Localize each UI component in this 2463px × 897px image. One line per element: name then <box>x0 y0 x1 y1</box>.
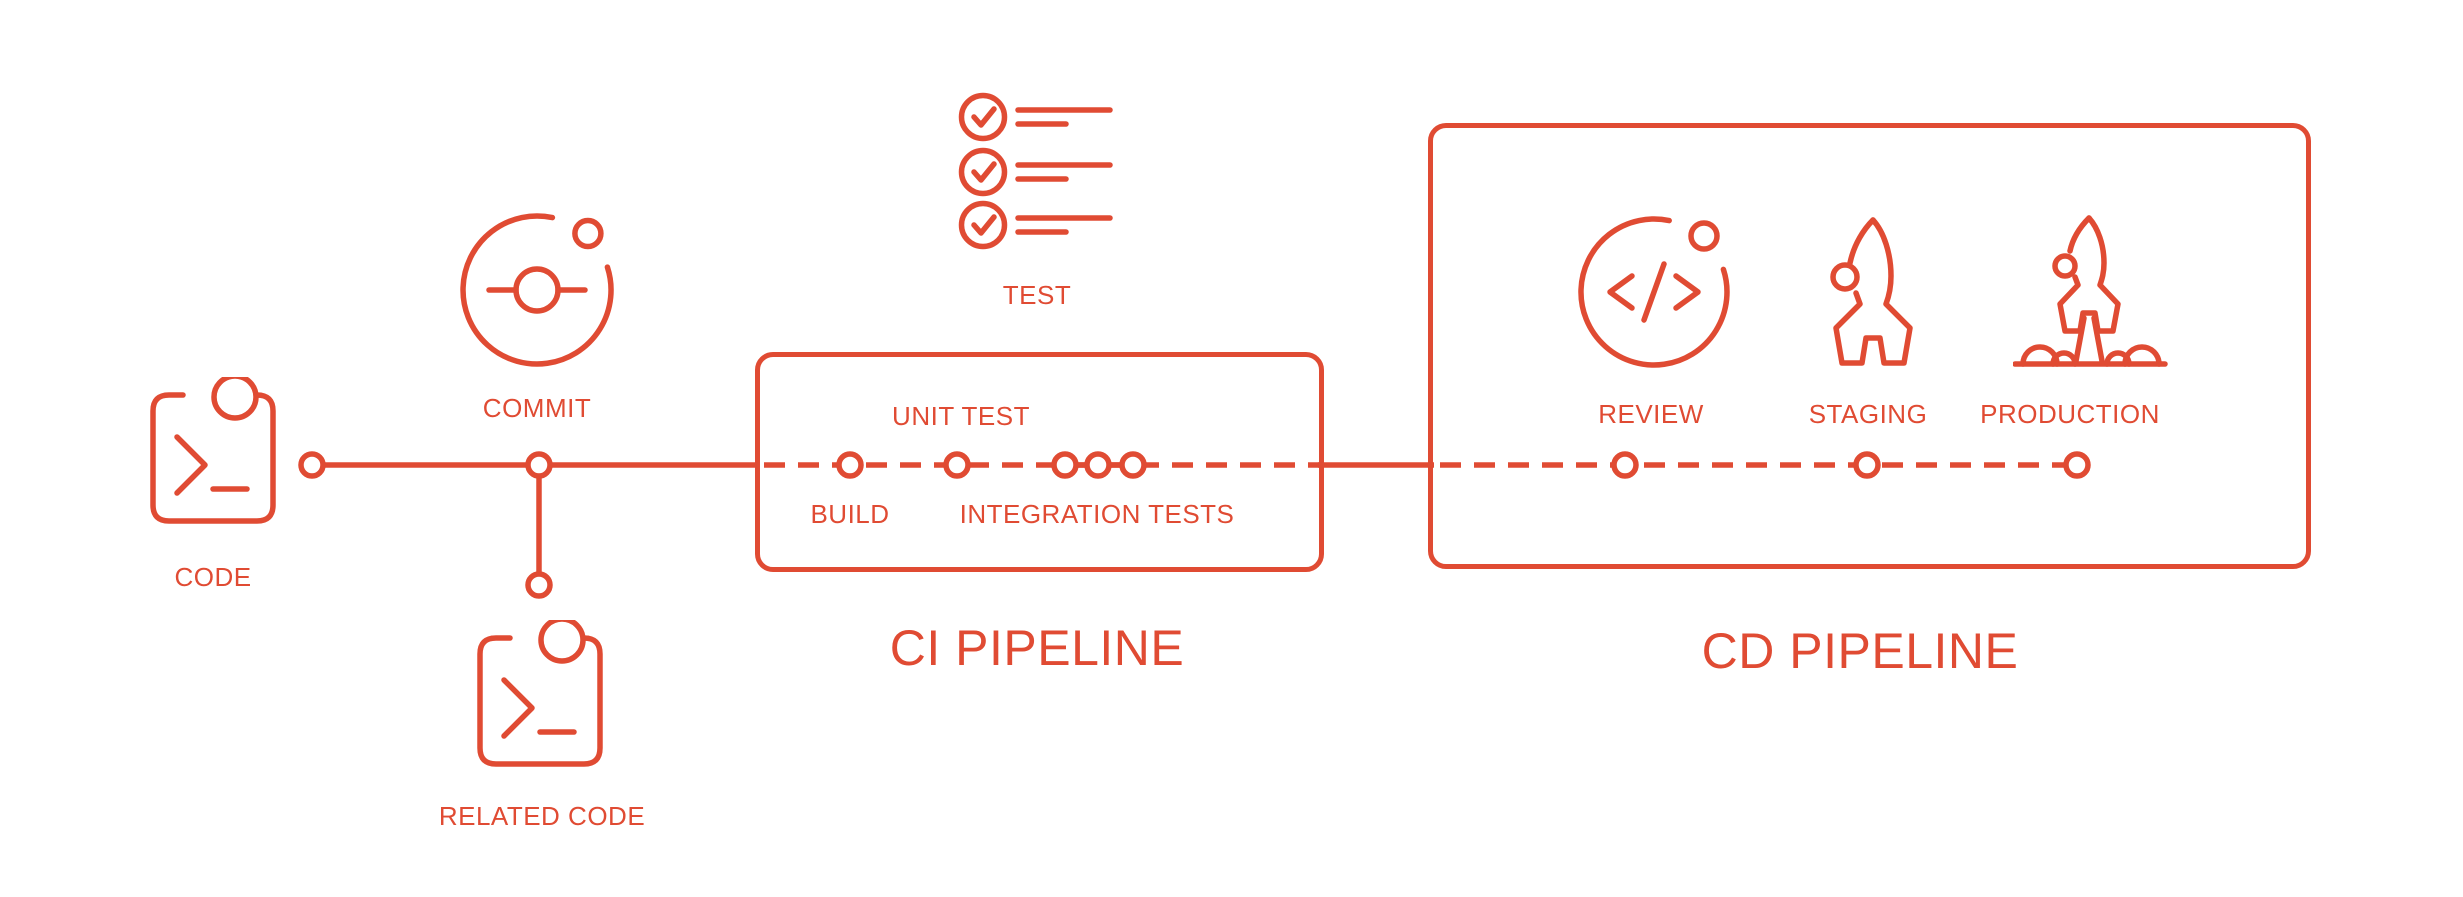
commit-label: COMMIT <box>482 393 592 423</box>
review-code-icon <box>1578 216 1730 368</box>
node-unit-test <box>943 451 971 479</box>
ci-pipeline-title: CI PIPELINE <box>889 620 1185 676</box>
commit-icon <box>460 213 614 367</box>
production-stage-label: PRODUCTION <box>1980 399 2160 429</box>
related-code-terminal-icon <box>477 620 603 767</box>
node-related-code <box>525 571 553 599</box>
node-review <box>1611 451 1639 479</box>
code-terminal-icon <box>150 377 276 524</box>
build-stage-label: BUILD <box>810 499 890 529</box>
cd-pipeline-box <box>1428 123 2311 569</box>
node-production <box>2063 451 2091 479</box>
node-staging <box>1853 451 1881 479</box>
integration-tests-stage-label: INTEGRATION TESTS <box>959 499 1235 529</box>
node-integration-3 <box>1119 451 1147 479</box>
test-label: TEST <box>1002 280 1072 310</box>
production-launch-icon <box>2013 215 2168 367</box>
ci-pipeline-box <box>755 352 1324 572</box>
related-code-label: RELATED CODE <box>438 801 646 831</box>
code-label: CODE <box>174 562 252 592</box>
staging-stage-label: STAGING <box>1808 399 1928 429</box>
test-checklist-icon <box>958 92 1113 250</box>
staging-rocket-icon <box>1830 217 1913 366</box>
node-integration-2 <box>1084 451 1112 479</box>
unit-test-stage-label: UNIT TEST <box>892 401 1030 431</box>
node-commit-junction <box>525 451 553 479</box>
node-integration-1 <box>1051 451 1079 479</box>
cd-pipeline-title: CD PIPELINE <box>1701 623 2019 679</box>
node-build <box>836 451 864 479</box>
review-stage-label: REVIEW <box>1598 399 1704 429</box>
node-start <box>298 451 326 479</box>
